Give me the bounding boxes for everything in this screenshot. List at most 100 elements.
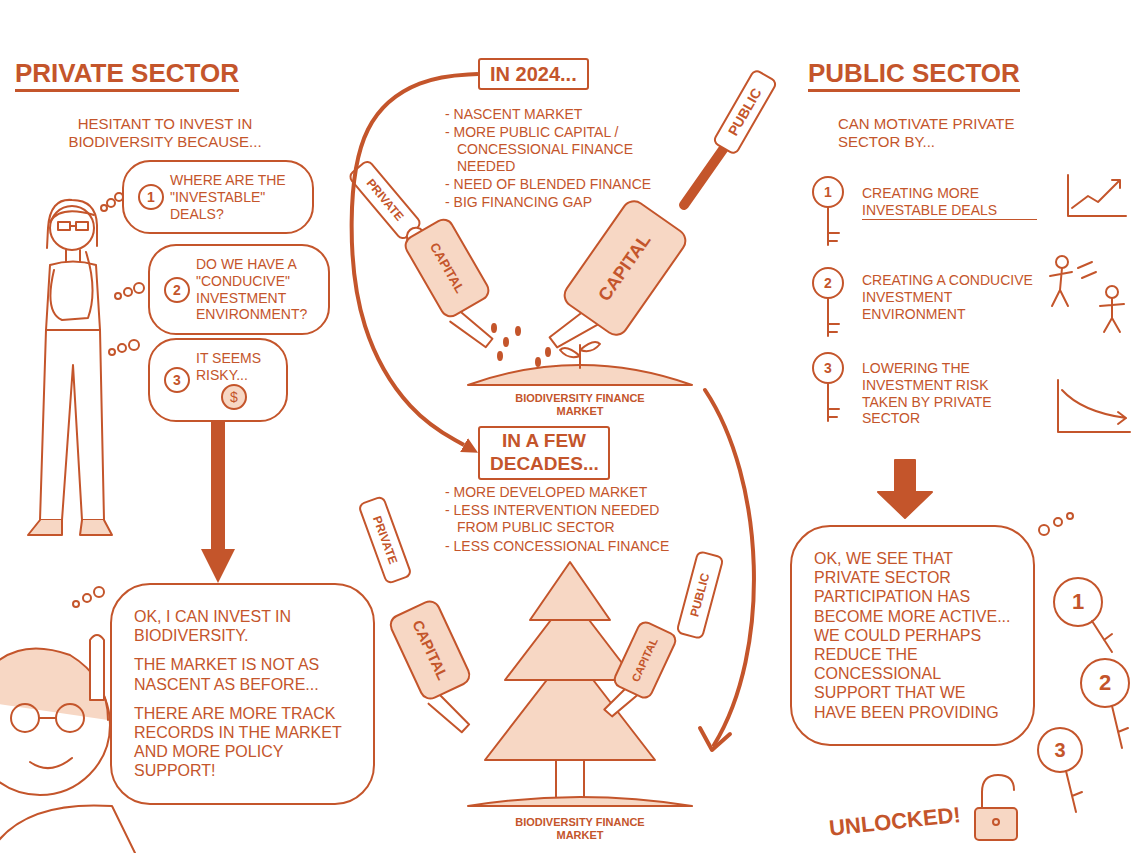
watering-can: [387, 598, 490, 741]
callout-number: 2: [1099, 670, 1111, 696]
node-text: WHERE ARE THE "INVESTABLE" DEALS?: [170, 172, 298, 222]
thought-dots: [134, 283, 144, 293]
thought-dots: [1054, 518, 1062, 526]
public-arm: [684, 69, 777, 205]
padlock: [993, 819, 999, 825]
growth-chart: [1068, 175, 1126, 216]
woman-figure: [50, 206, 94, 250]
section-heading: PUBLIC SECTOR: [808, 58, 1020, 92]
thought-dots: [94, 587, 104, 597]
key-icon: [828, 383, 839, 421]
smiling-key: [1066, 771, 1082, 812]
callout-number: 2: [824, 275, 832, 292]
list-item: - LESS CONCESSIONAL FINANCE: [445, 538, 687, 555]
curved-arrow: [700, 390, 754, 750]
speech-bubble: OK, WE SEE THAT PRIVATE SECTOR PARTICIPA…: [790, 525, 1035, 746]
node-text: IN A FEW DECADES...: [490, 430, 598, 476]
water-drops: [492, 324, 496, 332]
people-icon: [1106, 286, 1118, 298]
key-icon: [813, 268, 843, 298]
callout-number: 1: [824, 184, 832, 201]
market-label: BIODIVERSITY FINANCE MARKET: [510, 392, 650, 418]
callout-number: 3: [824, 360, 832, 377]
people-icon: [1050, 256, 1124, 332]
growth-chart: [1068, 175, 1126, 216]
man-face: [90, 635, 104, 700]
key-icon: [813, 353, 843, 383]
biodiversity-hill: [468, 342, 692, 385]
list-item: - LESS INTERVENTION NEEDED FROM PUBLIC S…: [445, 502, 687, 536]
watering-can: [612, 620, 678, 700]
woman-figure: [28, 200, 112, 535]
smiling-key: [1054, 578, 1102, 626]
man-face: [0, 805, 135, 853]
man-face: [30, 718, 72, 768]
thought-dots: [1039, 525, 1049, 535]
action-text: CREATING MORE INVESTABLE DEALS: [862, 185, 1037, 220]
private-arm: [358, 496, 411, 584]
private-arm: [358, 496, 411, 584]
smiling-key: [1092, 621, 1112, 652]
public-arm: [677, 551, 724, 639]
unlocked-label: UNLOCKED!: [828, 802, 962, 842]
list-item: - NASCENT MARKET: [445, 106, 687, 123]
curved-arrow: [705, 390, 754, 745]
public-arm: [713, 69, 778, 155]
watering-can: [402, 216, 514, 357]
intro-text: HESITANT TO INVEST IN BIODIVERSITY BECAU…: [40, 115, 290, 151]
watering-can: [599, 620, 678, 728]
public-arm: [713, 69, 778, 155]
water-drops: [504, 338, 508, 346]
block-arrow: [878, 460, 932, 518]
node-text: OK, I CAN INVEST IN BIODIVERSITY.: [134, 607, 351, 645]
section-heading: PRIVATE SECTOR: [15, 58, 239, 92]
intro-text: CAN MOTIVATE PRIVATE SECTOR BY...: [838, 115, 1038, 151]
smiling-key: [1112, 706, 1128, 748]
market-label: BIODIVERSITY FINANCE MARKET: [510, 816, 650, 842]
block-arrow: [211, 422, 225, 549]
thought-dots: [109, 349, 115, 355]
woman-figure: [40, 330, 104, 520]
padlock: [975, 808, 1017, 840]
thought-dots: [129, 340, 139, 350]
smiling-key: [1038, 578, 1129, 812]
list-item: - NEED OF BLENDED FINANCE: [445, 176, 687, 193]
block-arrow: [878, 460, 932, 518]
people-icon: [1056, 256, 1068, 268]
woman-figure: [50, 211, 94, 222]
woman-figure: [28, 520, 112, 535]
node-text: IT SEEMS RISKY...: [196, 350, 272, 384]
woman-figure: [50, 252, 92, 320]
padlock: [975, 775, 1017, 840]
key-icon: [828, 298, 839, 336]
watering-can: [402, 216, 492, 320]
public-arm: [677, 551, 724, 639]
thought-dots: [83, 594, 91, 602]
node-text: OK, WE SEE THAT PRIVATE SECTOR PARTICIPA…: [814, 549, 1011, 722]
key-icon: [813, 177, 843, 421]
key-icon: [828, 207, 839, 245]
thought-dots: [73, 601, 79, 607]
period-box: IN 2024...: [478, 58, 589, 90]
node-text: THERE ARE MORE TRACK RECORDS IN THE MARK…: [134, 704, 351, 781]
water-drops: [498, 352, 502, 360]
biodiversity-hill: [468, 797, 692, 806]
smiling-key: [1081, 659, 1129, 707]
curved-arrow: [700, 728, 730, 750]
dollar-sign: $: [221, 384, 247, 410]
node-text: DO WE HAVE A "CONDUCIVE" INVESTMENT ENVI…: [196, 256, 314, 323]
thought-dots: [101, 205, 107, 211]
node-text: IN 2024...: [490, 62, 577, 86]
people-icon: [1050, 268, 1072, 306]
decline-chart: [1058, 380, 1130, 432]
key-icon: [813, 177, 843, 207]
decline-chart: [1058, 380, 1130, 432]
people-icon: [1100, 298, 1124, 332]
water-drops: [516, 327, 520, 335]
callout-number: 1: [138, 184, 164, 210]
list-item: - MORE DEVELOPED MARKET: [445, 484, 687, 501]
callout-number: 2: [164, 277, 190, 303]
thought-dots: [1067, 513, 1073, 519]
thought-dots: [118, 344, 126, 352]
